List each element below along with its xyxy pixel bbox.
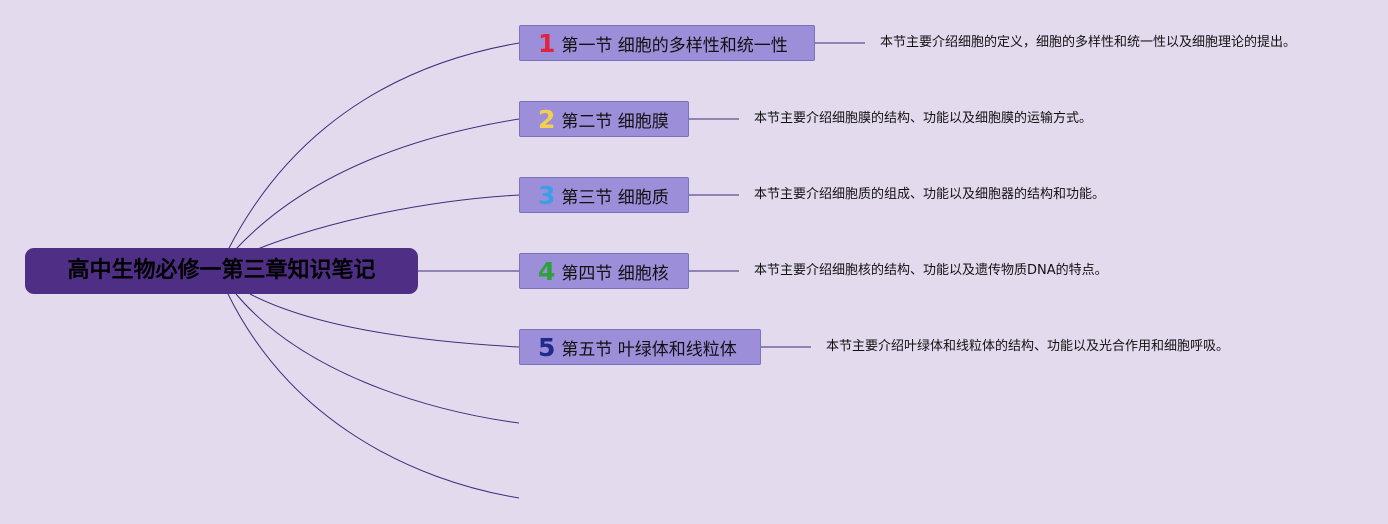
number-2-icon: 2	[538, 104, 556, 134]
note-section-2: 本节主要介绍细胞膜的结构、功能以及细胞膜的运输方式。	[754, 111, 1093, 126]
topic-section-2-label: 第二节 细胞膜	[561, 111, 669, 132]
branch-line-5	[249, 293, 520, 348]
branch-line-2	[234, 118, 520, 251]
note-section-1: 本节主要介绍细胞的定义，细胞的多样性和统一性以及细胞理论的提出。	[880, 35, 1297, 50]
topic-section-5-label: 第五节 叶绿体和线粒体	[561, 339, 737, 360]
topic-section-1[interactable]: 1 第一节 细胞的多样性和统一性	[519, 25, 815, 61]
note-section-5: 本节主要介绍叶绿体和线粒体的结构、功能以及光合作用和细胞呼吸。	[826, 339, 1230, 354]
branch-line-7	[227, 293, 520, 499]
topic-section-1-label: 第一节 细胞的多样性和统一性	[561, 35, 788, 56]
topic-section-2[interactable]: 2 第二节 细胞膜	[519, 101, 689, 137]
number-4-icon: 4	[538, 256, 556, 286]
topic-section-4[interactable]: 4 第四节 细胞核	[519, 253, 689, 289]
number-1-icon: 1	[538, 28, 556, 58]
topic-section-5[interactable]: 5 第五节 叶绿体和线粒体	[519, 329, 761, 365]
branch-line-3	[254, 194, 520, 251]
root-topic[interactable]: 高中生物必修一第三章知识笔记	[25, 248, 418, 294]
topic-section-3[interactable]: 3 第三节 细胞质	[519, 177, 689, 213]
note-section-3: 本节主要介绍细胞质的组成、功能以及细胞器的结构和功能。	[754, 187, 1106, 202]
number-3-icon: 3	[538, 180, 556, 210]
number-5-icon: 5	[538, 332, 556, 362]
root-topic-title: 高中生物必修一第三章知识笔记	[67, 258, 376, 283]
topic-section-3-label: 第三节 细胞质	[561, 187, 669, 208]
branch-line-1	[227, 42, 520, 251]
topic-section-4-label: 第四节 细胞核	[561, 263, 669, 284]
note-section-4: 本节主要介绍细胞核的结构、功能以及遗传物质DNA的特点。	[754, 263, 1108, 278]
branch-line-6	[235, 293, 520, 424]
